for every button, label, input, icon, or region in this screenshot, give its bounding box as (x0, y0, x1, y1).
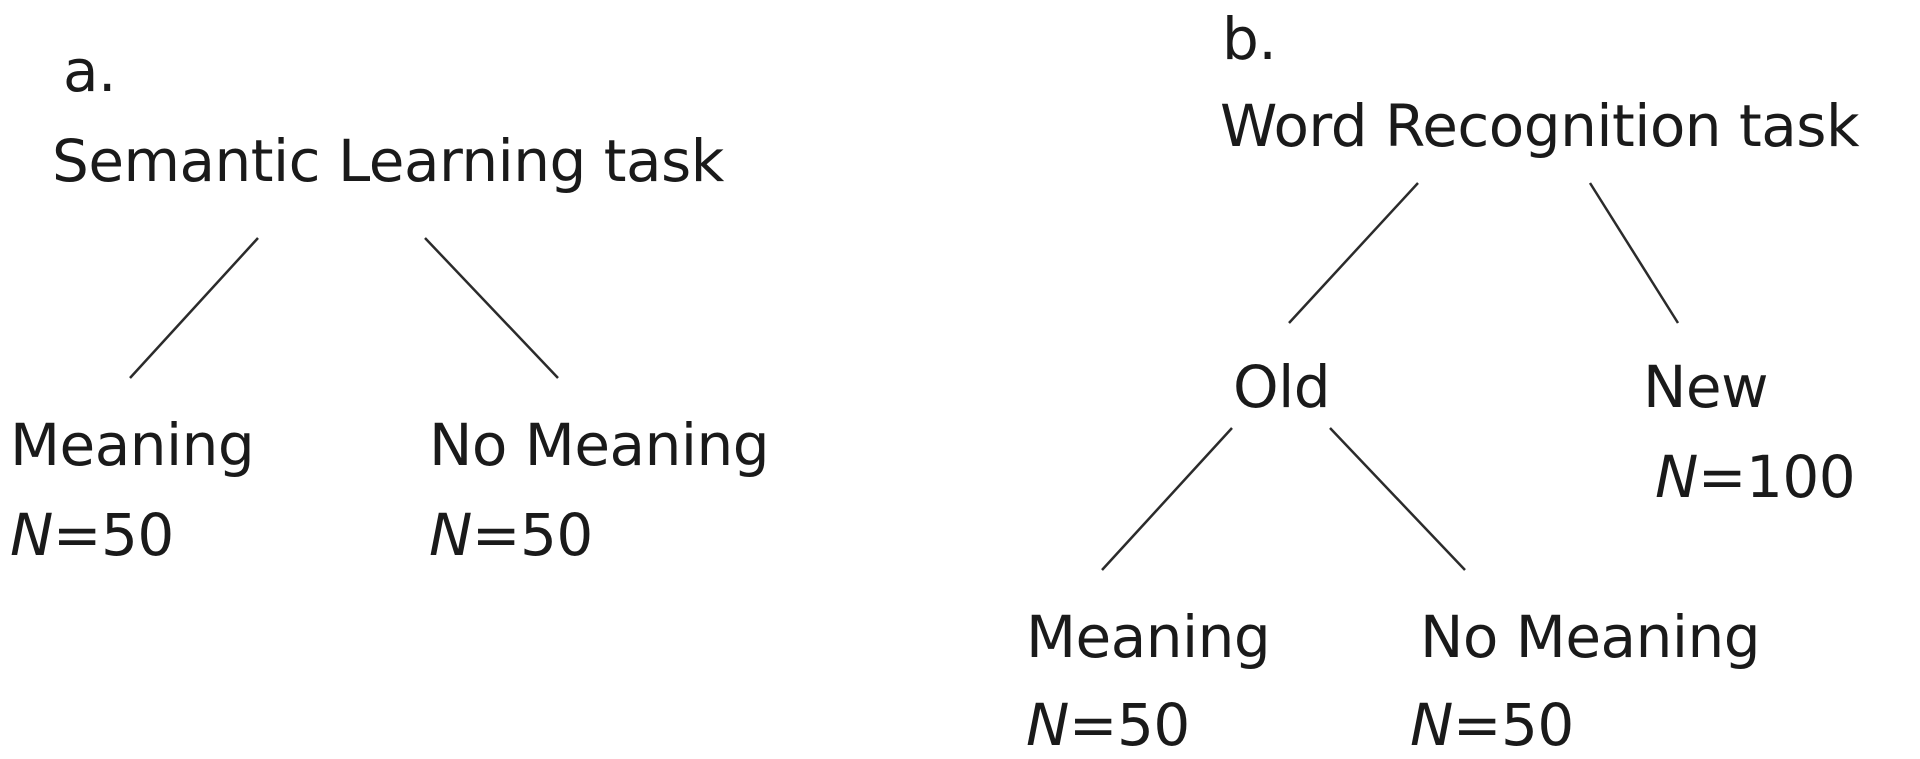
edge-root-to-meaning-a (129, 237, 259, 379)
n-value: =50 (52, 501, 174, 569)
edge-root-to-old-b (1288, 182, 1419, 324)
n-value: =100 (1697, 443, 1856, 511)
leaf-no-meaning-a: No Meaning (429, 411, 770, 479)
leaf-meaning-b: Meaning (1026, 603, 1271, 671)
root-node-b: Word Recognition task (1220, 92, 1860, 160)
n-symbol: N (10, 501, 53, 569)
edge-root-to-new-b (1588, 182, 1680, 324)
edge-old-to-meaning-b (1101, 427, 1233, 571)
leaf-meaning-a: Meaning (10, 411, 255, 479)
n-symbol: N (1026, 691, 1069, 759)
n-symbol: N (429, 501, 472, 569)
edge-root-to-no-meaning-a (424, 237, 559, 379)
n-value: =50 (1452, 691, 1574, 759)
leaf-meaning-a-n: N=50 (10, 506, 174, 564)
node-old-b: Old (1233, 353, 1331, 421)
n-symbol: N (1655, 443, 1698, 511)
root-node-a: Semantic Learning task (52, 127, 724, 195)
n-value: =50 (471, 501, 593, 569)
panel-label-b: b. (1222, 5, 1277, 73)
leaf-meaning-b-n: N=50 (1026, 696, 1190, 754)
edge-old-to-no-meaning-b (1329, 427, 1466, 571)
panel-label-a: a. (63, 37, 116, 105)
node-new-b-n: N=100 (1655, 448, 1856, 506)
leaf-no-meaning-b: No Meaning (1420, 603, 1761, 671)
leaf-no-meaning-b-n: N=50 (1410, 696, 1574, 754)
n-symbol: N (1410, 691, 1453, 759)
node-new-b: New (1643, 353, 1769, 421)
n-value: =50 (1068, 691, 1190, 759)
leaf-no-meaning-a-n: N=50 (429, 506, 593, 564)
